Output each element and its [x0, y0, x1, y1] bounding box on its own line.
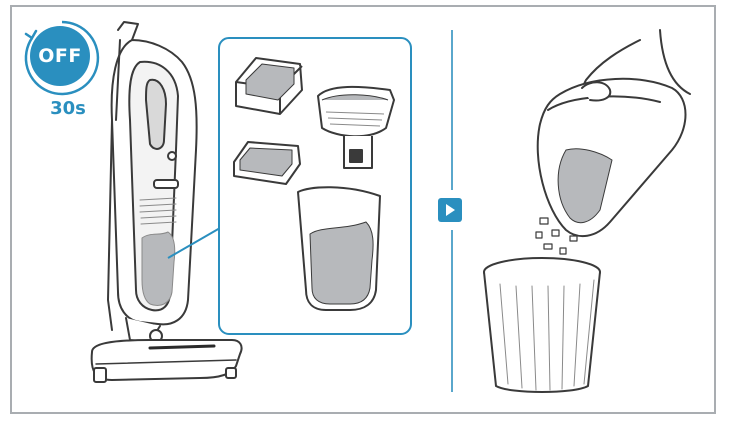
- flat-filter-icon: [234, 142, 300, 184]
- emptying-scene: [484, 30, 690, 392]
- dust-container-icon: [298, 187, 380, 310]
- power-off-badge: OFF: [22, 18, 102, 98]
- off-label: OFF: [30, 26, 90, 86]
- play-arrow-icon: [438, 198, 462, 222]
- timer-label: 30s: [38, 98, 98, 119]
